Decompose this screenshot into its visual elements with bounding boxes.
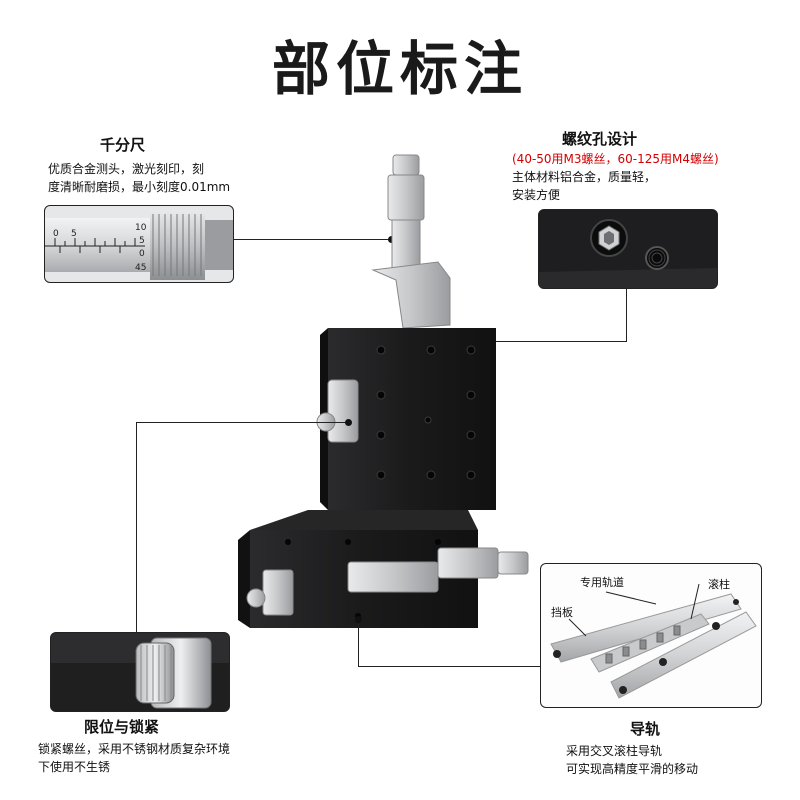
rail-desc-line2: 可实现高精度平滑的移动 [566, 762, 699, 776]
leader-dot-limit [345, 419, 352, 426]
limit-heading: 限位与锁紧 [84, 718, 160, 736]
leader-line-thread-h [488, 341, 627, 342]
thread-screw-note: (40-50用M3螺丝，60-125用M4螺丝) [512, 152, 719, 166]
micrometer-desc-line2: 度清晰耐磨损，最小刻度0.01mm [48, 180, 231, 194]
micrometer-desc-line1: 优质合金测头，激光刻印，刻 [48, 162, 205, 176]
scale-label-5: 5 [71, 229, 77, 239]
limit-desc-line1: 锁紧螺丝，采用不锈钢材质复杂环境 [38, 742, 231, 756]
leader-line-limit-v [136, 422, 137, 632]
limit-lock-closeup [50, 632, 230, 712]
scale-label-0: 0 [53, 229, 59, 239]
leader-line-micrometer [234, 239, 392, 240]
leader-line-rail-v [358, 620, 359, 666]
xz-stage-product-image [238, 154, 529, 628]
rail-label-baffle: 挡板 [551, 606, 573, 619]
thimble-label-45: 45 [135, 263, 146, 273]
micrometer-heading: 千分尺 [100, 136, 146, 154]
leader-dot-rail [355, 616, 362, 623]
guide-rail-closeup [540, 563, 762, 708]
leader-line-rail-h [358, 666, 540, 667]
rail-desc-line1: 采用交叉滚柱导轨 [566, 744, 663, 758]
thread-heading: 螺纹孔设计 [562, 130, 638, 148]
leader-line-thread-v [626, 289, 627, 341]
thimble-label-5: 5 [139, 236, 145, 246]
rail-label-roller: 滚柱 [708, 578, 730, 591]
rail-heading: 导轨 [630, 720, 661, 738]
limit-desc-line2: 下使用不生锈 [38, 760, 111, 774]
rail-label-track: 专用轨道 [580, 576, 624, 589]
thimble-label-0: 0 [139, 249, 145, 259]
thimble-label-10: 10 [135, 223, 147, 233]
thread-desc-line2: 安装方便 [512, 188, 561, 202]
micrometer-closeup: 0 5 10 5 0 45 [44, 205, 234, 283]
leader-line-limit-h [136, 422, 348, 423]
thread-desc-line1: 主体材料铝合金，质量轻， [512, 170, 657, 184]
thread-hole-closeup [538, 209, 718, 289]
page-title: 部位标注 [271, 35, 528, 103]
